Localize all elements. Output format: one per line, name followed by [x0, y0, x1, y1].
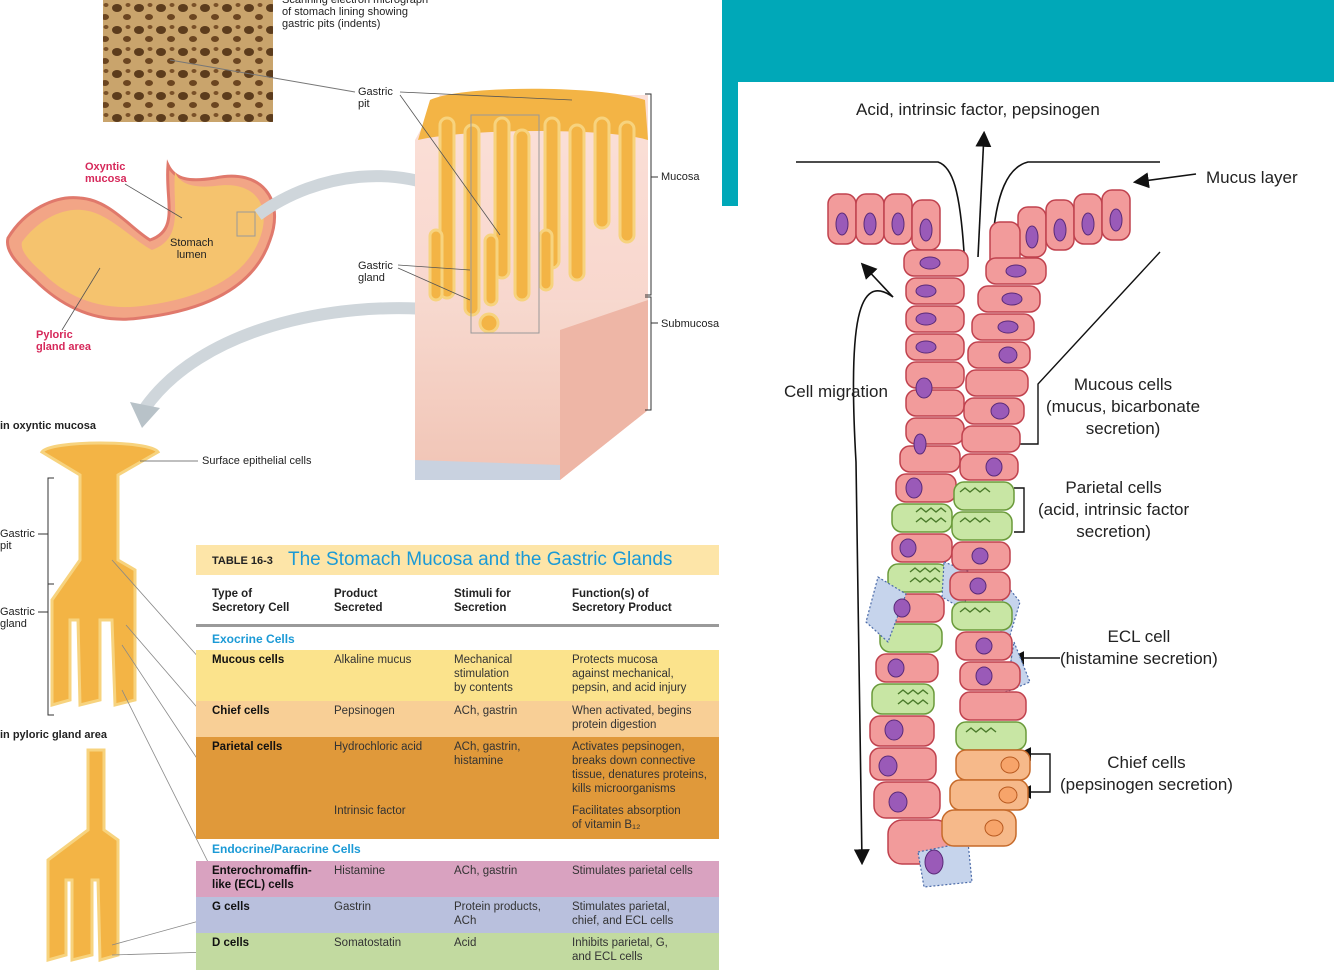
header-divider	[196, 624, 719, 627]
gastric-pit-label-2: Gastric pit	[0, 528, 35, 552]
ecl-cell-label: ECL cell (histamine secretion)	[1060, 627, 1218, 668]
cell-type: Chief cells	[212, 705, 270, 717]
cell-product: Pepsinogen	[334, 705, 395, 717]
cell-type: Mucous cells	[212, 654, 285, 666]
table-row: Enterochromaffin- like (ECL) cells Hista…	[196, 861, 719, 897]
cell-product: Alkaline mucus	[334, 654, 412, 666]
mucosa-tissue-block	[415, 88, 648, 480]
gastric-pit-label: Gastric pit	[358, 86, 393, 110]
column-header-product: Product Secreted	[334, 588, 383, 614]
table-row: Chief cells Pepsinogen ACh, gastrin When…	[196, 701, 719, 737]
cell-function: When activated, begins protein digestion	[572, 705, 692, 731]
in-pyloric-gland-area-label: in pyloric gland area	[0, 729, 107, 741]
table-row: Parietal cells Hydrochloric acid ACh, ga…	[196, 737, 719, 839]
column-header-function: Function(s) of Secretory Product	[572, 588, 672, 614]
teal-banner-strip	[722, 82, 738, 206]
pyloric-gland-area-label: Pyloric gland area	[36, 329, 92, 353]
cell-stimuli: Acid	[454, 937, 477, 949]
column-header-type: Type of Secretory Cell	[212, 588, 290, 614]
exocrine-cells-heading: Exocrine Cells	[212, 632, 295, 646]
table-row: G cells Gastrin Protein products, ACh St…	[196, 897, 719, 933]
gastric-gland-label-2: Gastric gland	[0, 606, 35, 630]
sem-caption: Scanning electron micrograph of stomach …	[282, 0, 429, 30]
gastric-gland-label: Gastric gland	[358, 260, 393, 284]
table-number: TABLE 16-3	[212, 555, 273, 567]
cell-function-2: Facilitates absorption of vitamin B₁₂	[572, 805, 681, 831]
cell-type: D cells	[212, 937, 250, 949]
mucosa-label: Mucosa	[661, 171, 700, 183]
cell-product: Histamine	[334, 865, 386, 877]
oxyntic-gland-drawing	[39, 441, 161, 707]
cell-stimuli: Mechanical stimulation by contents	[454, 654, 513, 694]
cell-stimuli: ACh, gastrin	[454, 865, 518, 877]
cell-function: Inhibits parietal, G, and ECL cells	[572, 937, 668, 963]
column-header-stimuli: Stimuli for Secretion	[454, 588, 511, 614]
cell-function: Activates pepsinogen, breaks down connec…	[572, 741, 707, 795]
stomach-mucosa-table: TABLE 16-3 The Stomach Mucosa and the Ga…	[196, 545, 719, 970]
cell-type: G cells	[212, 901, 250, 913]
mucous-cells-label: Mucous cells (mucus, bicarbonate secreti…	[1046, 375, 1201, 438]
table-row: Mucous cells Alkaline mucus Mechanical s…	[196, 650, 719, 701]
table-row: D cells Somatostatin Acid Inhibits parie…	[196, 933, 719, 970]
cell-product: Hydrochloric acid	[334, 741, 423, 753]
in-oxyntic-mucosa-label: in oxyntic mucosa	[0, 420, 96, 432]
cell-nuclei	[878, 256, 1027, 875]
gastric-gland-cell-diagram	[796, 130, 1197, 888]
cell-product: Somatostatin	[334, 937, 402, 949]
cell-product-2: Intrinsic factor	[334, 805, 406, 817]
sem-micrograph	[103, 0, 273, 122]
parietal-cells-label: Parietal cells (acid, intrinsic factor s…	[1038, 478, 1190, 541]
secretion-products-label: Acid, intrinsic factor, pepsinogen	[856, 100, 1100, 119]
cell-function: Protects mucosa against mechanical, peps…	[572, 654, 687, 694]
cell-stimuli: Protein products, ACh	[454, 901, 541, 927]
oxyntic-mucosa-label: Oxyntic mucosa	[85, 161, 127, 185]
teal-banner	[722, 0, 1334, 82]
stomach-anatomy-illustration	[5, 0, 658, 962]
cell-stimuli: ACh, gastrin, histamine	[454, 741, 521, 767]
stomach-lumen-label: Stomach lumen	[170, 237, 214, 261]
pyloric-gland-drawing	[46, 748, 120, 962]
cell-product: Gastrin	[334, 901, 372, 913]
chief-cells-label: Chief cells (pepsinogen secretion)	[1060, 753, 1233, 794]
table-header-bar	[196, 545, 719, 575]
stomach-drawing	[5, 159, 276, 331]
cell-type: Parietal cells	[212, 741, 283, 753]
endocrine-cells-heading: Endocrine/Paracrine Cells	[212, 842, 361, 856]
cell-function: Stimulates parietal, chief, and ECL cell…	[572, 901, 674, 927]
cell-migration-label: Cell migration	[784, 382, 888, 401]
cell-type: Enterochromaffin- like (ECL) cells	[212, 865, 312, 891]
cell-stimuli: ACh, gastrin	[454, 705, 518, 717]
mucus-layer-label: Mucus layer	[1206, 168, 1298, 187]
submucosa-label: Submucosa	[661, 318, 720, 330]
surface-epithelial-cells-label: Surface epithelial cells	[202, 455, 312, 467]
cell-function: Stimulates parietal cells	[572, 865, 693, 877]
table-title: The Stomach Mucosa and the Gastric Gland…	[288, 549, 673, 570]
